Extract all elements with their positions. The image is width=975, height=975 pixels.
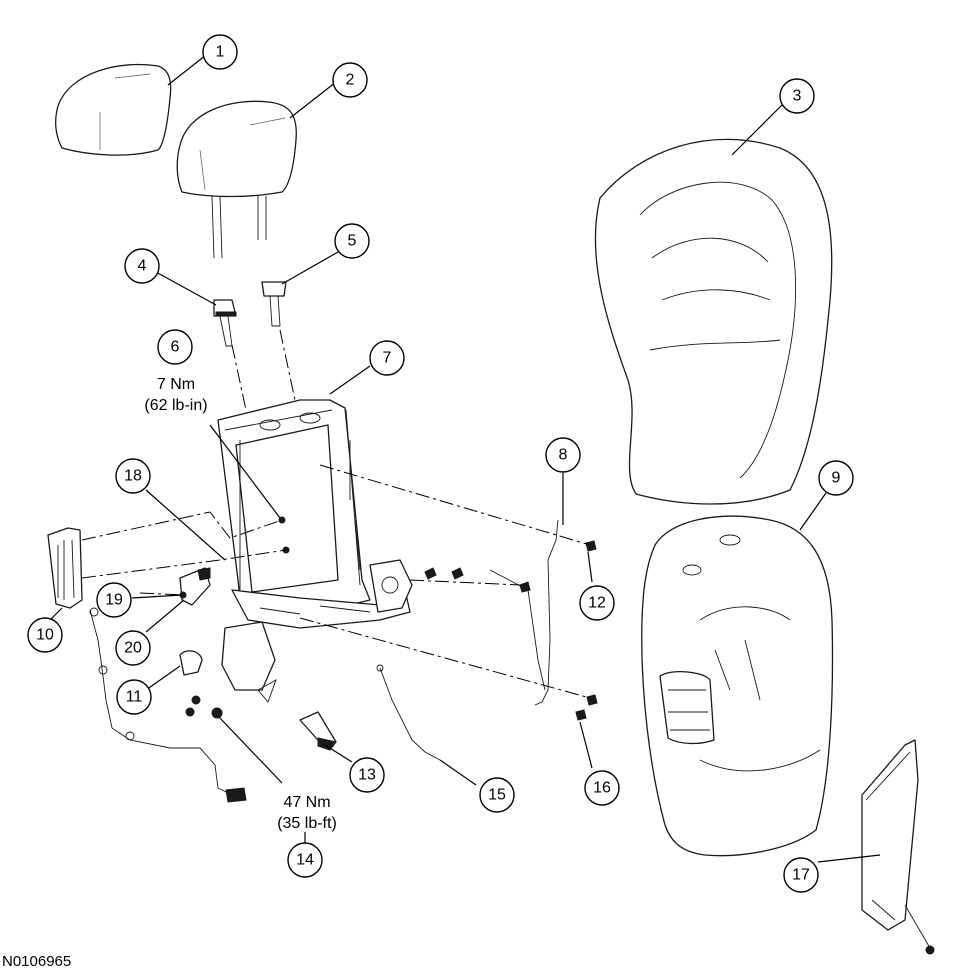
callout-15-label: 15 (488, 787, 506, 804)
callout-1: 1 (202, 34, 238, 70)
callout-11-label: 11 (126, 689, 143, 706)
callout-4: 4 (124, 248, 160, 284)
torque-spec-6-imperial: (62 lb-in) (144, 397, 207, 414)
callout-17-label: 17 (792, 867, 810, 884)
callout-17: 17 (783, 857, 819, 893)
side-airbag-module (47, 527, 247, 803)
callout-15: 15 (479, 777, 515, 813)
callout-20: 20 (115, 630, 151, 666)
callout-2: 2 (332, 62, 368, 98)
callout-16-label: 16 (593, 780, 611, 797)
callout-6-label: 6 (171, 339, 180, 356)
callout-16: 16 (584, 770, 620, 806)
assembly-centerlines (81, 329, 591, 699)
retainer-rod (489, 519, 559, 706)
callout-18: 18 (115, 458, 151, 494)
torque-spec-14-imperial: (35 lb-ft) (277, 815, 337, 832)
torque-spec-6-metric: 7 Nm (157, 376, 195, 393)
recliner-lever (299, 711, 337, 751)
fasteners (179, 516, 598, 721)
torque-spec-part-14: 47 Nm (35 lb-ft) (277, 794, 337, 832)
rear-panel (861, 739, 935, 955)
reference-number: N0106965 (2, 953, 71, 970)
callout-18-label: 18 (124, 468, 142, 485)
callout-7-label: 7 (383, 350, 392, 367)
callout-6: 6 (157, 329, 193, 365)
callout-5-label: 5 (348, 233, 357, 250)
callout-12: 12 (579, 585, 615, 621)
callout-19: 19 (96, 582, 132, 618)
callout-13: 13 (349, 757, 385, 793)
bracket (179, 567, 211, 606)
callout-11: 11 (116, 679, 152, 715)
torque-spec-14-metric: 47 Nm (283, 794, 330, 811)
callout-19-label: 19 (105, 592, 123, 609)
headrest-guide-right (261, 281, 287, 327)
torque-spec-part-6: 7 Nm (62 lb-in) (144, 376, 207, 414)
headrest-front (176, 100, 297, 259)
callout-10: 10 (27, 617, 63, 653)
callout-8-label: 8 (559, 447, 568, 464)
callout-8: 8 (545, 437, 581, 473)
callout-4-label: 4 (138, 258, 147, 275)
headrest-rear (55, 63, 172, 156)
callout-9: 9 (818, 460, 854, 496)
callout-14-label: 14 (296, 852, 314, 869)
callout-3: 3 (779, 78, 815, 114)
callout-20-label: 20 (124, 640, 142, 657)
callout-1-label: 1 (216, 44, 225, 61)
release-cable (376, 664, 441, 761)
callout-7: 7 (369, 340, 405, 376)
callout-5: 5 (334, 223, 370, 259)
callout-12-label: 12 (588, 595, 606, 612)
headrest-guide-left (213, 299, 237, 347)
callout-9-label: 9 (832, 470, 841, 487)
clip (179, 650, 203, 676)
leader-lines (49, 54, 881, 863)
backrest-cover (641, 515, 834, 857)
seat-back-frame (217, 399, 413, 703)
callout-3-label: 3 (793, 88, 802, 105)
callout-13-label: 13 (358, 767, 376, 784)
backrest-pad (594, 138, 833, 505)
callout-14: 14 (287, 842, 323, 878)
callout-10-label: 10 (36, 627, 54, 644)
callout-2-label: 2 (346, 72, 355, 89)
